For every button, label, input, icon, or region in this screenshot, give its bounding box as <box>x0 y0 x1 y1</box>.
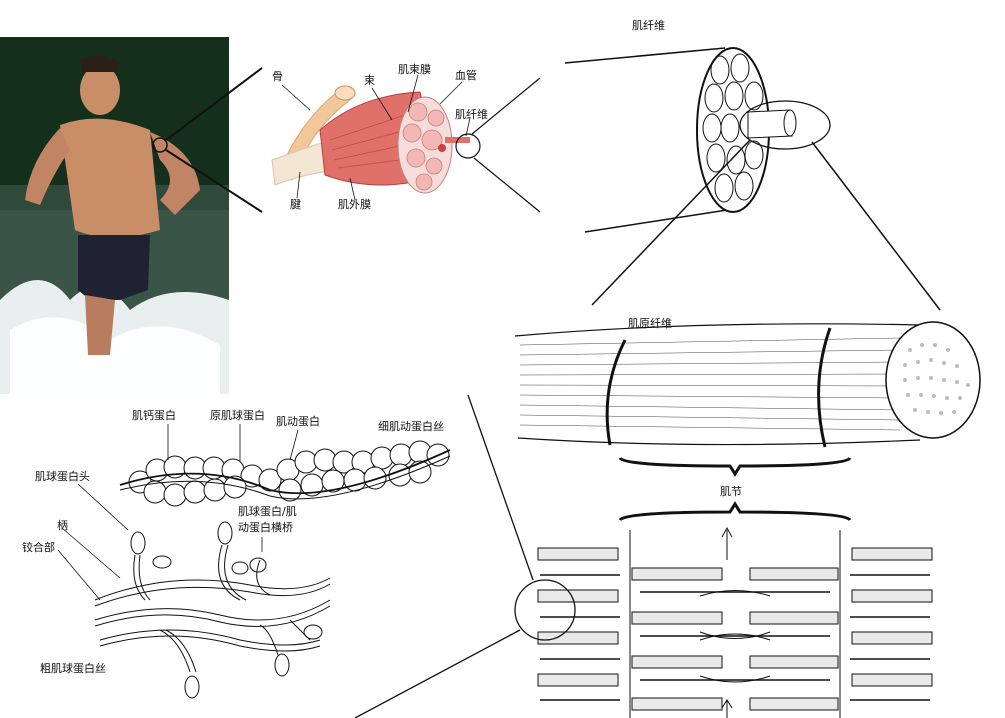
thick-filament-leader-lines <box>57 483 263 601</box>
label-perimysium: 肌束膜 <box>398 63 431 76</box>
muscle-anatomy-illustration <box>271 85 481 194</box>
label-cross-bridge-line2: 动蛋白横桥 <box>238 520 293 534</box>
label-muscle-fiber-small: 肌纤维 <box>455 108 488 121</box>
label-muscle-fiber: 肌纤维 <box>632 19 665 32</box>
myofibril-drawing <box>514 321 981 522</box>
label-tendon: 腱 <box>290 198 301 211</box>
label-troponin: 肌钙蛋白 <box>132 408 176 422</box>
thin-filament-leader-lines <box>167 424 299 462</box>
sarcomere-detail-drawing <box>354 394 933 718</box>
zoom-lines-2 <box>471 77 541 213</box>
label-epimysium: 肌外膜 <box>338 198 371 211</box>
zoom-lines-1 <box>165 67 263 213</box>
label-myofibril: 肌原纤维 <box>628 317 672 330</box>
thin-filament-drawing <box>119 440 451 507</box>
muscle-fiber-drawing <box>564 47 941 311</box>
label-bone: 骨 <box>272 70 283 83</box>
label-fascicle: 束 <box>364 74 375 87</box>
label-sarcomere: 肌节 <box>720 485 742 498</box>
runner-photo <box>0 37 229 394</box>
label-blood-vessel: 血管 <box>455 68 477 82</box>
label-tropomyosin: 原肌球蛋白 <box>210 408 265 422</box>
label-myosin-head: 肌球蛋白头 <box>35 469 90 483</box>
label-thick-filament: 粗肌球蛋白丝 <box>40 661 106 675</box>
label-actin: 肌动蛋白 <box>276 414 320 428</box>
label-cross-bridge-line1: 肌球蛋白/肌 <box>238 504 297 518</box>
label-handle: 柄 <box>57 519 68 532</box>
thick-filament-drawing <box>94 521 331 699</box>
label-hinge: 铰合部 <box>22 540 55 554</box>
label-thin-filament: 细肌动蛋白丝 <box>378 419 444 433</box>
anatomy-leader-lines <box>281 74 471 201</box>
